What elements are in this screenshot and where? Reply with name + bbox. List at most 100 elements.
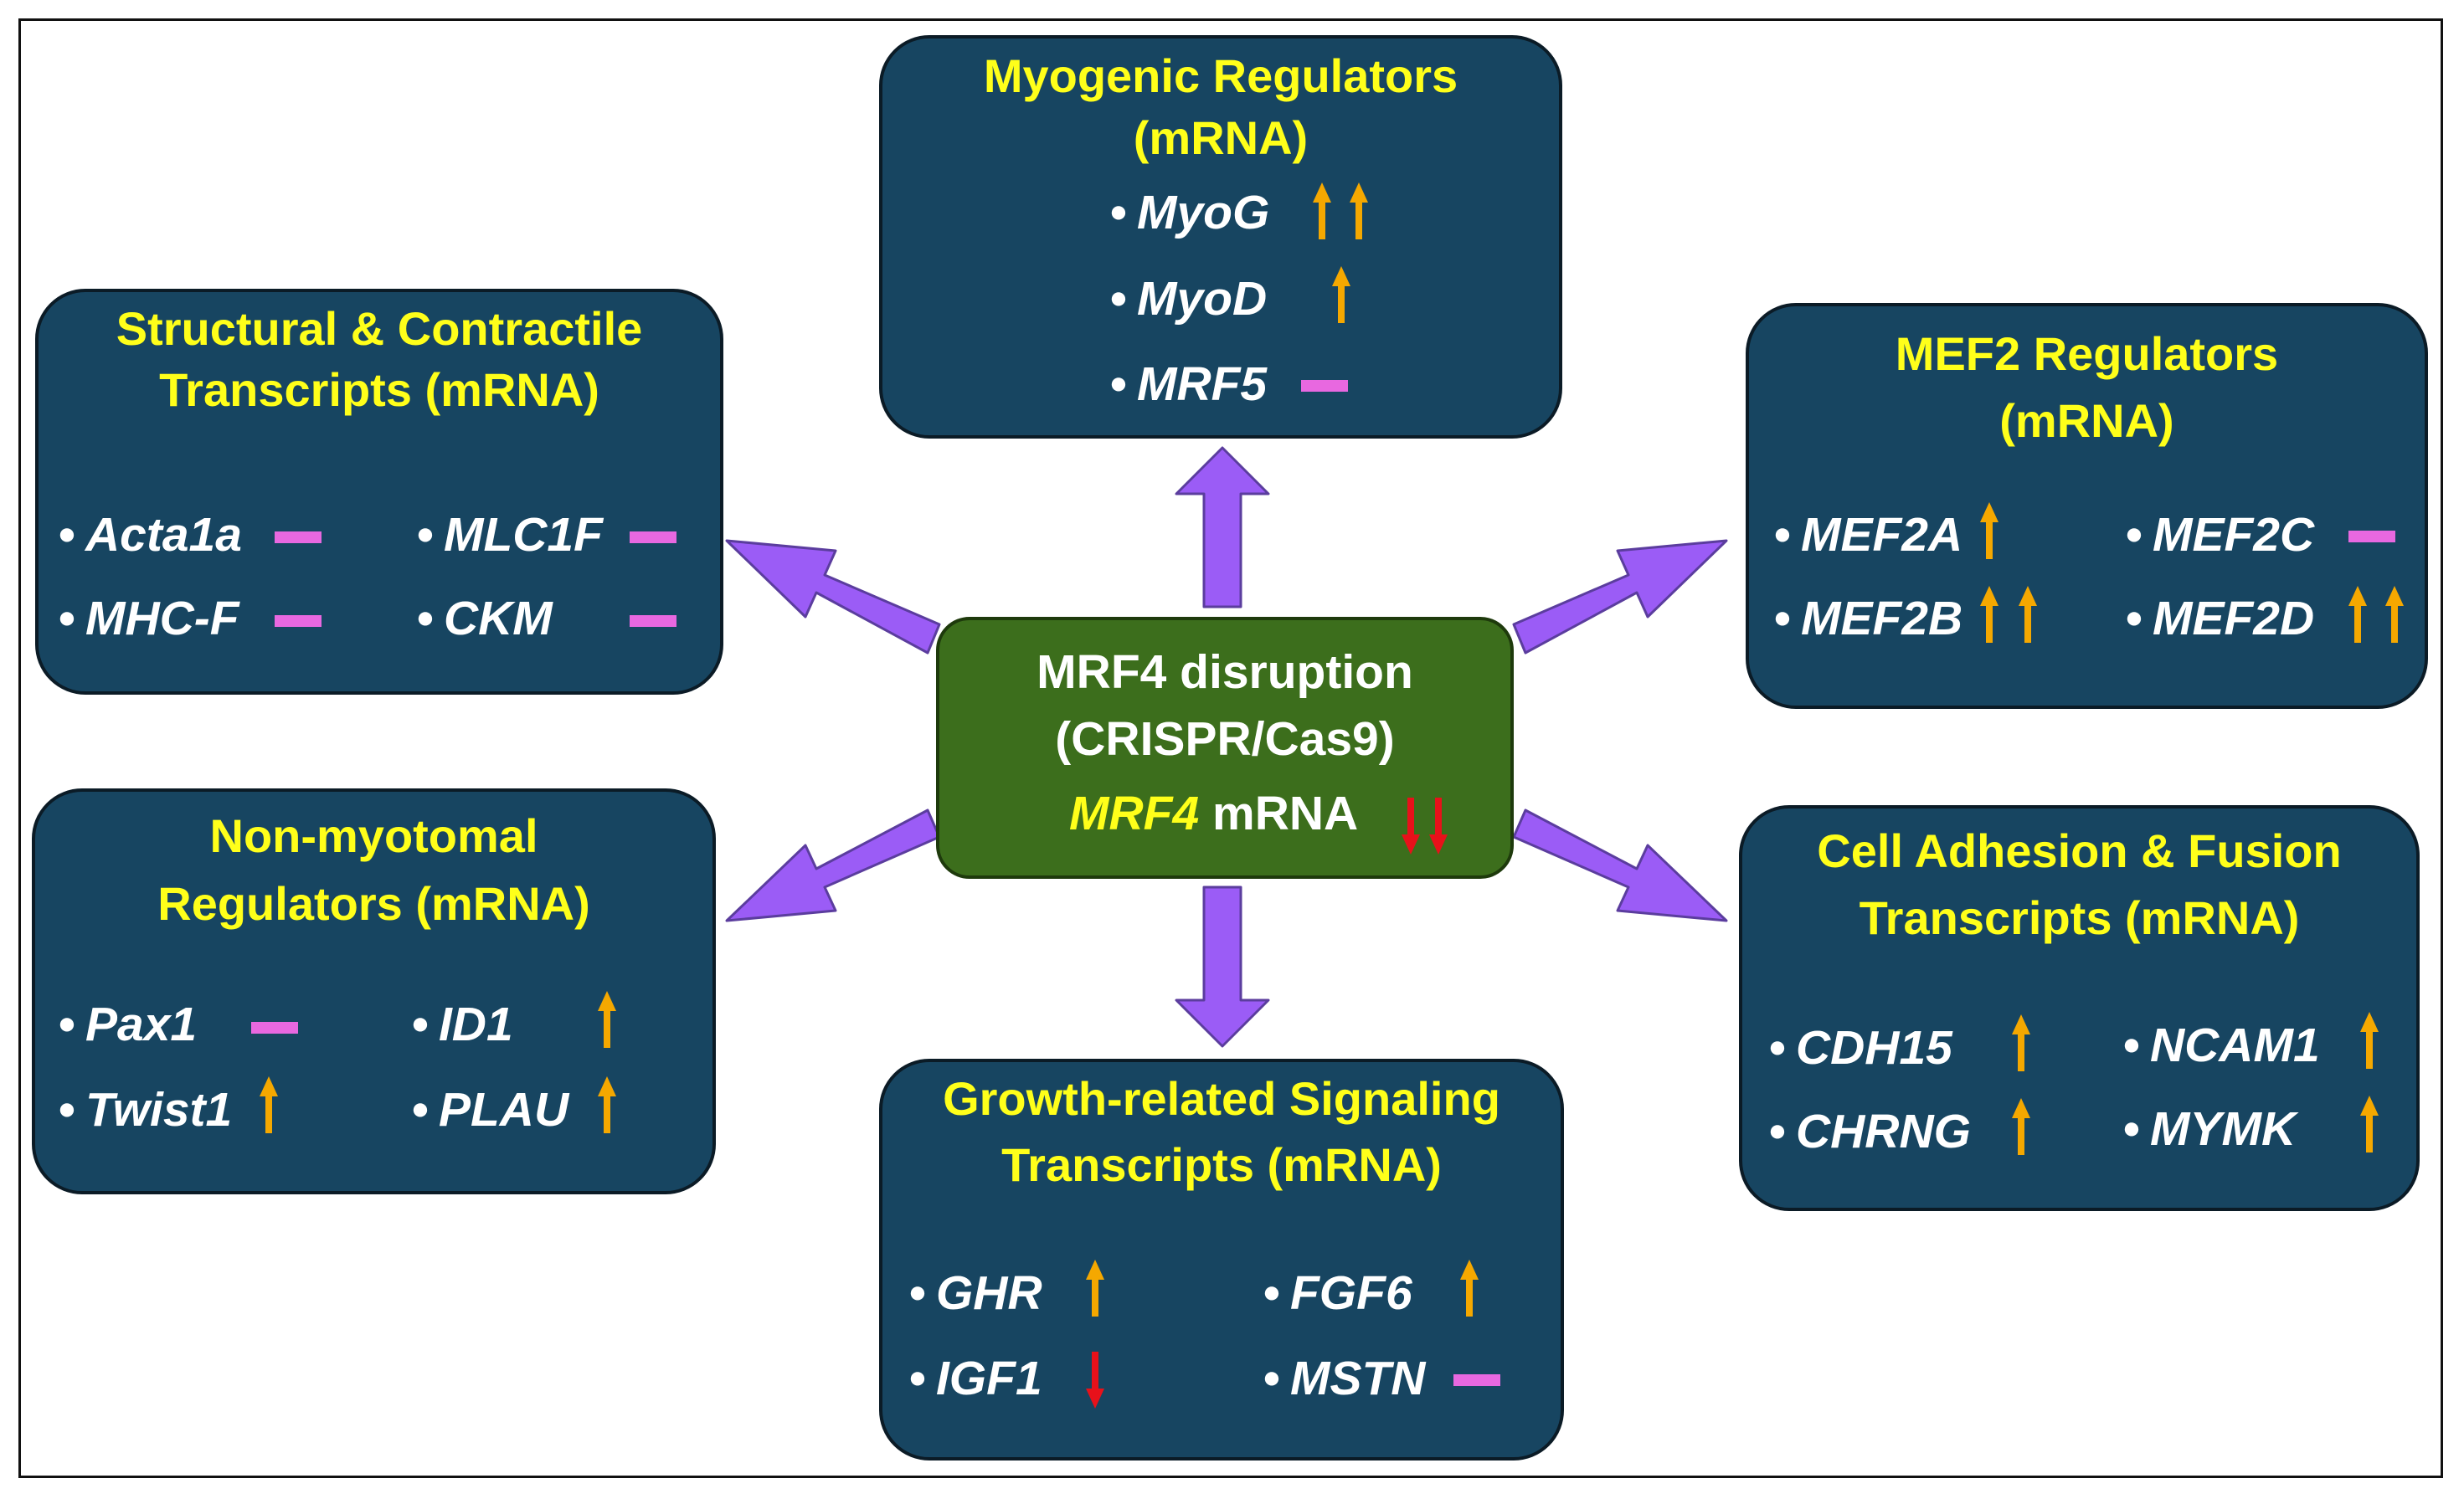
gene-name: Pax1 xyxy=(85,998,198,1051)
gene-name: MLC1F xyxy=(443,508,603,562)
gene-name: ID1 xyxy=(438,998,513,1051)
box-non-myotomal-regulators: Non-myotomal Regulators (mRNA) •Pax1 •ID… xyxy=(32,788,716,1194)
center-node-mrf4-disruption: MRF4 disruption (CRISPR/Cas9) MRF4 mRNA xyxy=(936,617,1514,879)
center-title: MRF4 disruption xyxy=(1037,645,1413,699)
gene-name: Twist1 xyxy=(85,1083,233,1137)
unchanged-dash-icon xyxy=(630,531,676,547)
gene-item: •MyoG xyxy=(1110,186,1270,239)
gene-item: •MSTN xyxy=(1263,1352,1426,1405)
box-growth-related-signaling: Growth-related Signaling Transcripts (mR… xyxy=(879,1059,1564,1460)
arrow-to-mef2 xyxy=(1512,539,1728,655)
up-arrow-icon xyxy=(2385,586,2404,647)
up-arrow-icon xyxy=(2360,1012,2379,1073)
up-arrow-icon xyxy=(1332,266,1350,327)
center-subtitle: (CRISPR/Cas9) xyxy=(1055,712,1395,766)
arrow-to-growth xyxy=(1175,886,1270,1048)
gene-item: •MRF5 xyxy=(1110,357,1268,411)
gene-item: •CDH15 xyxy=(1769,1021,1952,1075)
gene-item: •Pax1 xyxy=(59,998,198,1051)
gene-name: CHRNG xyxy=(1795,1105,1971,1158)
gene-item: •GHR xyxy=(909,1266,1042,1320)
up-arrow-icon xyxy=(1980,502,1998,563)
box-title: Non-myotomal xyxy=(209,809,538,862)
box-title: Cell Adhesion & Fusion xyxy=(1817,824,2342,877)
center-mrna-suffix: mRNA xyxy=(1199,787,1359,840)
center-mrna-line: MRF4 mRNA xyxy=(1069,786,1358,841)
up-arrow-icon xyxy=(1460,1260,1479,1321)
gene-name: Acta1a xyxy=(85,508,242,562)
unchanged-dash-icon xyxy=(251,1022,298,1038)
gene-item: •NCAM1 xyxy=(2123,1019,2320,1072)
unchanged-dash-icon xyxy=(2348,531,2395,547)
gene-name: GHR xyxy=(935,1266,1042,1320)
gene-item: •MYMK xyxy=(2123,1102,2297,1156)
gene-item: •CKM xyxy=(417,592,553,645)
gene-item: •CHRNG xyxy=(1769,1105,1971,1158)
up-arrow-icon xyxy=(2360,1096,2379,1157)
gene-name: MyoG xyxy=(1136,186,1270,239)
box-title: Myogenic Regulators xyxy=(983,49,1458,102)
gene-name: MHC-F xyxy=(85,592,239,645)
up-arrow-icon xyxy=(1350,182,1368,244)
center-gene-name: MRF4 xyxy=(1069,787,1200,840)
gene-item: •Twist1 xyxy=(59,1083,233,1137)
unchanged-dash-icon xyxy=(275,615,322,631)
up-arrow-icon xyxy=(1313,182,1331,244)
gene-name: FGF6 xyxy=(1289,1266,1412,1320)
up-arrow-icon xyxy=(1086,1260,1104,1321)
up-arrow-icon xyxy=(2019,586,2037,647)
gene-name: NCAM1 xyxy=(2149,1019,2320,1072)
gene-item: •Acta1a xyxy=(59,508,242,562)
gene-item: •MEF2B xyxy=(1774,592,1963,645)
up-arrow-icon xyxy=(2012,1014,2030,1075)
gene-name: PLAU xyxy=(438,1083,569,1137)
unchanged-dash-icon xyxy=(630,615,676,631)
gene-name: MEF2B xyxy=(1800,592,1963,645)
box-title: Structural & Contractile xyxy=(116,302,643,355)
gene-item: •FGF6 xyxy=(1263,1266,1412,1320)
down-arrow-icon xyxy=(1429,798,1448,859)
box-subtitle: Transcripts (mRNA) xyxy=(1859,891,2300,944)
gene-item: •ID1 xyxy=(412,998,513,1051)
box-subtitle: (mRNA) xyxy=(1999,394,2174,447)
box-mef2-regulators: MEF2 Regulators (mRNA) •MEF2A •MEF2C •ME… xyxy=(1746,303,2428,709)
gene-name: MRF5 xyxy=(1136,357,1268,411)
unchanged-dash-icon xyxy=(275,531,322,547)
unchanged-dash-icon xyxy=(1301,380,1348,396)
up-arrow-icon xyxy=(1980,586,1998,647)
gene-item: •MEF2A xyxy=(1774,508,1963,562)
gene-name: MEF2D xyxy=(2152,592,2315,645)
arrow-to-nonmyotomal xyxy=(725,809,941,922)
up-arrow-icon xyxy=(2348,586,2367,647)
gene-item: •MEF2D xyxy=(2126,592,2315,645)
gene-name: MYMK xyxy=(2149,1102,2297,1156)
box-title: Growth-related Signaling xyxy=(943,1072,1500,1125)
gene-name: MyoD xyxy=(1136,272,1268,326)
box-subtitle: (mRNA) xyxy=(1133,111,1309,164)
gene-item: •MHC-F xyxy=(59,592,239,645)
box-cell-adhesion-fusion: Cell Adhesion & Fusion Transcripts (mRNA… xyxy=(1739,805,2420,1211)
gene-item: •PLAU xyxy=(412,1083,569,1137)
up-arrow-icon xyxy=(260,1076,278,1137)
up-arrow-icon xyxy=(598,1076,616,1137)
gene-name: IGF1 xyxy=(935,1352,1042,1405)
figure-frame xyxy=(18,18,2443,1478)
gene-name: CDH15 xyxy=(1795,1021,1952,1075)
box-myogenic-regulators: Myogenic Regulators (mRNA) •MyoG •MyoD •… xyxy=(879,35,1562,439)
arrow-to-structural xyxy=(725,539,941,655)
up-arrow-icon xyxy=(2012,1098,2030,1159)
arrow-to-myogenic xyxy=(1175,446,1270,608)
gene-name: MSTN xyxy=(1289,1352,1426,1405)
box-structural-contractile: Structural & Contractile Transcripts (mR… xyxy=(35,289,723,695)
gene-item: •MEF2C xyxy=(2126,508,2315,562)
gene-item: •MyoD xyxy=(1110,272,1268,326)
arrow-to-adhesion xyxy=(1512,809,1728,922)
box-title: MEF2 Regulators xyxy=(1895,327,2279,380)
box-subtitle: Regulators (mRNA) xyxy=(157,877,590,930)
up-arrow-icon xyxy=(598,991,616,1052)
gene-item: •MLC1F xyxy=(417,508,603,562)
gene-name: MEF2C xyxy=(2152,508,2315,562)
gene-name: MEF2A xyxy=(1800,508,1963,562)
unchanged-dash-icon xyxy=(1453,1374,1500,1390)
